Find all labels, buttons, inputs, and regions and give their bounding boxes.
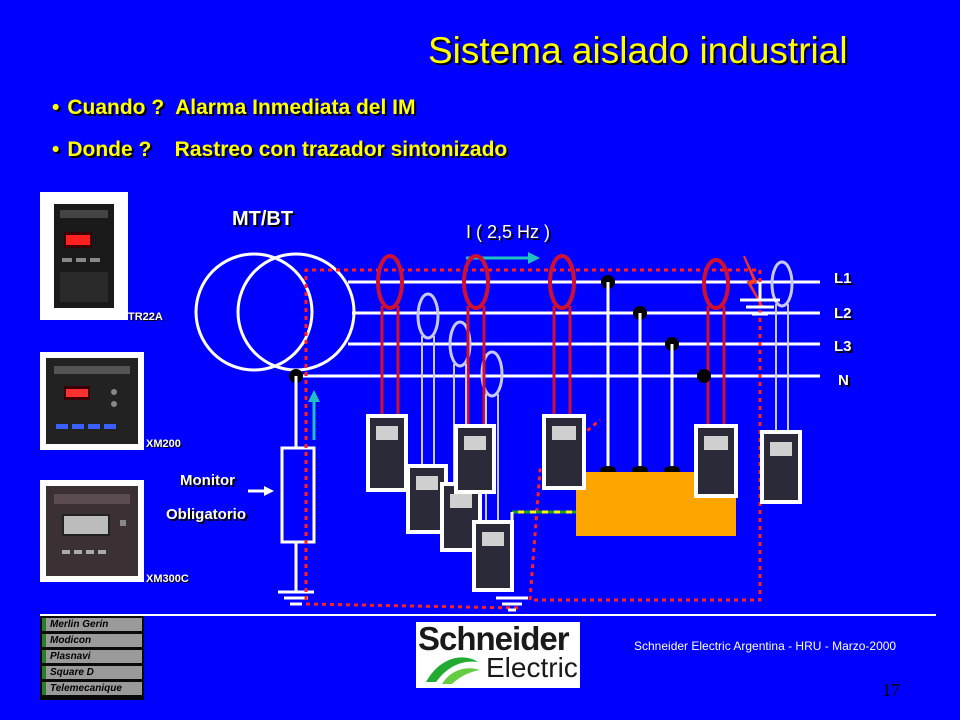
logo-name: Schneider	[418, 620, 570, 657]
tracer-receiver-icon	[542, 414, 586, 490]
line-label-l3: L3	[834, 338, 852, 355]
brand-item: Merlin Gerin	[42, 618, 142, 631]
tracer-receiver-icon	[694, 424, 738, 498]
brand-item: Square D	[42, 666, 142, 679]
device-label-xm300c: XM300C	[146, 573, 189, 585]
bullet-text: Donde ? Rastreo con trazador sintonizado	[67, 138, 508, 161]
brand-item: Modicon	[42, 634, 142, 647]
bullet-text: Cuando ? Alarma Inmediata del IM	[67, 96, 416, 119]
sensor-loop	[416, 292, 440, 340]
tracer-receiver-icon	[472, 520, 514, 592]
transformer-primary-coil	[194, 252, 314, 372]
line-label-n: N	[838, 372, 849, 389]
bullet-when: • Cuando ? Alarma Inmediata del IM	[52, 96, 415, 120]
slide-title: Sistema aislado industrial	[428, 30, 848, 71]
device-xm200-icon	[46, 358, 138, 444]
footer-divider	[40, 614, 936, 616]
device-photo-tr22a	[40, 192, 128, 320]
brand-item: Telemecanique	[42, 682, 142, 695]
device-label-xm200: XM200	[146, 438, 181, 450]
bullet-mark: •	[52, 138, 60, 161]
device-label-tr22a: TR22A	[128, 311, 163, 323]
device-photo-xm200	[40, 352, 144, 450]
sensor-loop	[462, 254, 490, 310]
line-label-l1: L1	[834, 270, 852, 287]
sensor-loop	[480, 350, 504, 398]
monitor-label: Monitor	[180, 472, 235, 489]
line-label-l2: L2	[834, 305, 852, 322]
sensor-loop	[702, 258, 730, 310]
device-tr22a-icon	[54, 204, 114, 308]
monitor-impedance	[280, 446, 316, 544]
logo-sub: Electric	[486, 652, 578, 683]
tracer-receiver-icon	[454, 424, 496, 494]
bullet-mark: •	[52, 96, 60, 119]
load-junction	[697, 369, 711, 383]
schneider-logo: Schneider Electric	[416, 620, 580, 688]
tracer-receiver-icon	[760, 430, 802, 504]
brand-item: Plasnavi	[42, 650, 142, 663]
device-xm300c-icon	[46, 486, 138, 576]
sensor-loop	[548, 254, 576, 310]
se-swoosh-icon	[426, 657, 480, 684]
sensor-loop	[448, 320, 472, 368]
bullet-where: • Donde ? Rastreo con trazador sintonizad…	[52, 138, 507, 162]
current-label: I ( 2,5 Hz )	[466, 222, 551, 242]
sensor-loop	[376, 254, 404, 310]
sensor-loop	[770, 260, 794, 308]
page-number: 17	[882, 680, 900, 700]
transformer-label: MT/BT	[232, 208, 294, 230]
brand-list: Merlin Gerin Modicon Plasnavi Square D T…	[40, 616, 144, 700]
footer-credit: Schneider Electric Argentina - HRU - Mar…	[634, 639, 897, 653]
mandatory-label: Obligatorio	[166, 506, 246, 523]
tracer-receiver-icon	[366, 414, 408, 492]
device-photo-xm300c	[40, 480, 144, 582]
